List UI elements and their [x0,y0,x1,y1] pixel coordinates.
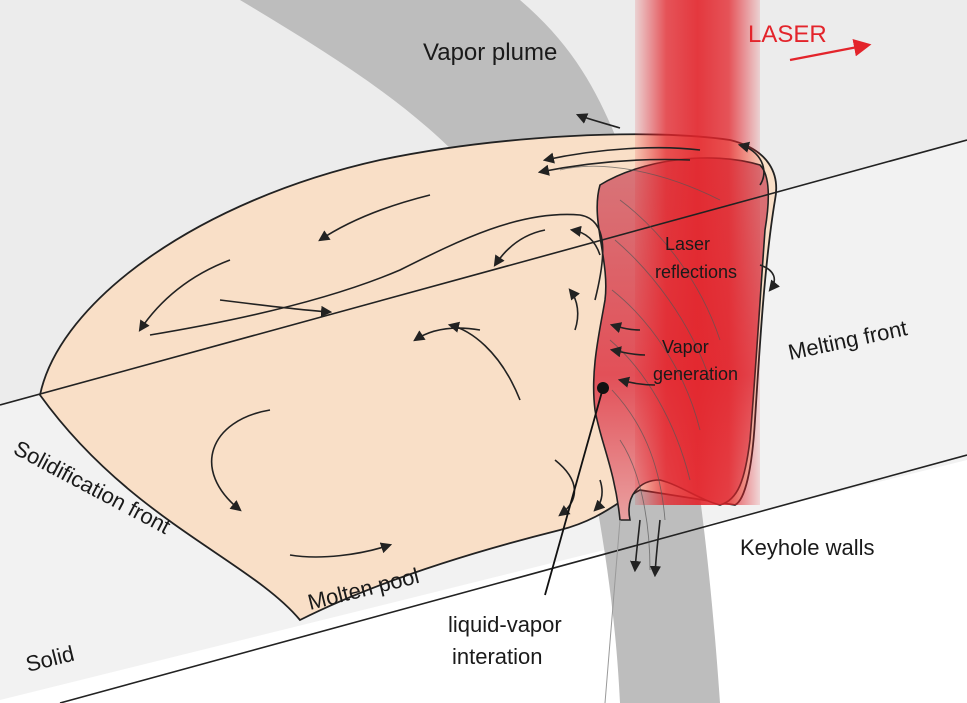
flow-arrows [138,113,780,578]
vapor-generation-label-1: Vapor [662,337,709,357]
liquid-vapor-leader [544,387,604,596]
laser-label: LASER [748,21,827,48]
keyhole-wall-line-left [604,519,621,703]
solid-lower-edge [59,454,967,703]
laser-reflections-label-1: Laser [665,234,710,254]
vapor-generation-label-2: generation [653,364,738,384]
liquid-vapor-label-1: liquid-vapor [448,612,562,637]
liquid-vapor-label-2: interation [452,644,543,669]
vapor-plume-label: Vapor plume [423,39,557,66]
solid-upper-edge [0,139,967,406]
laser-reflections-label-2: reflections [655,262,737,282]
pool-inner-curve [149,213,604,336]
keyhole-walls-label: Keyhole walls [740,535,875,560]
laser-direction-arrow [789,39,872,62]
